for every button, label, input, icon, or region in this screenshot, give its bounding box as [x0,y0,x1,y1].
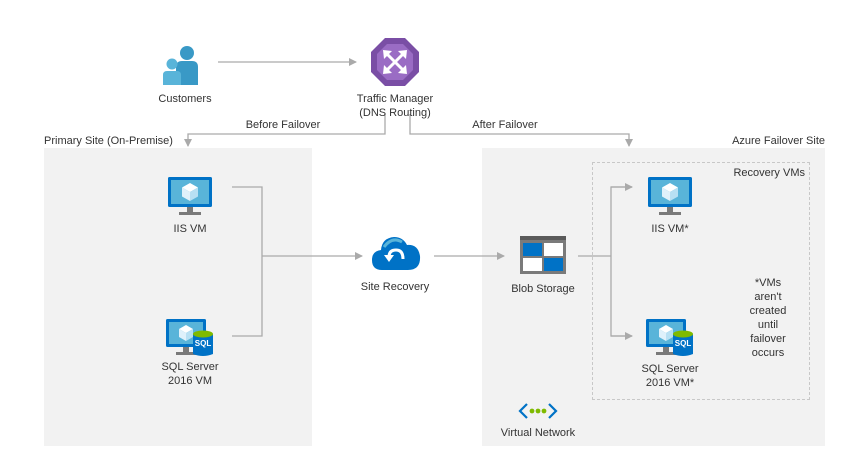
edge-recovery-bracket [610,186,632,337]
note-line: aren't [754,291,782,303]
sql-vm-recovery-label-1: SQL Server [641,363,699,375]
sql-vm-icon: SQL [165,318,215,358]
virtual-machine-icon [647,176,693,216]
edge-after-failover [409,114,633,147]
note-line: failover [750,333,786,345]
primary-site-label: Primary Site (On-Premise) [44,135,173,147]
virtual-network-label: Virtual Network [500,427,576,439]
note-line: until [757,319,779,331]
customers-label: Customers [158,93,212,105]
sql-vm-label-2: 2016 VM [167,375,213,387]
note-line: occurs [751,347,785,359]
people-icon [160,45,206,85]
edge-before-failover [184,114,386,147]
before-failover-label: Before Failover [245,119,321,131]
after-failover-label: After Failover [472,119,538,131]
failover-note: *VMs aren't created until failover occur… [738,276,798,360]
edge-primary-bracket [232,186,263,337]
sql-badge: SQL [674,339,692,348]
iis-vm-label: IIS VM [173,223,207,235]
sql-vm-recovery-icon: SQL [645,318,695,358]
virtual-network-icon [518,402,558,420]
cloud-recovery-icon [370,230,422,272]
site-recovery-label: Site Recovery [360,281,430,293]
traffic-manager-label-1: Traffic Manager [356,93,434,105]
sql-vm-label-1: SQL Server [161,361,219,373]
blob-storage-label: Blob Storage [511,283,575,295]
traffic-manager-icon [370,37,420,87]
recovery-vms-label: Recovery VMs [733,167,805,179]
traffic-manager-label-2: (DNS Routing) [359,107,431,119]
iis-vm-recovery-label: IIS VM* [651,223,689,235]
note-line: *VMs [754,277,782,289]
azure-site-label: Azure Failover Site [732,135,825,147]
note-line: created [749,305,787,317]
sql-badge: SQL [194,339,212,348]
sql-vm-recovery-label-2: 2016 VM* [645,377,695,389]
blob-storage-icon [520,236,566,274]
virtual-machine-icon [167,176,213,216]
recovery-vms-box [592,162,810,400]
